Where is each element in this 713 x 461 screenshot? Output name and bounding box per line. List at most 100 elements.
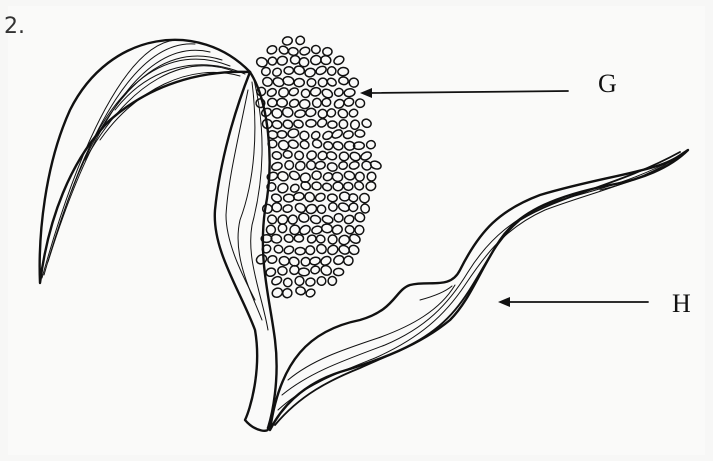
seed-granule (339, 119, 348, 128)
seed-granule (276, 182, 289, 195)
seed-granule (306, 150, 318, 161)
seed-granule (311, 225, 323, 235)
seed-granule (315, 161, 326, 170)
seed-granule (288, 170, 301, 181)
seed-granule (328, 202, 338, 212)
seed-granule (270, 193, 282, 204)
seed-granule (266, 44, 278, 55)
seed-granule (301, 88, 311, 98)
seed-granule (290, 55, 300, 64)
seed-granule (349, 151, 361, 162)
seed-granule (272, 151, 282, 160)
seed-granule (306, 119, 317, 127)
seed-granule (282, 204, 293, 213)
seed-granule (284, 194, 295, 202)
seed-granule (294, 202, 307, 214)
seed-granule (311, 45, 321, 54)
seed-granule (312, 98, 322, 108)
seed-granule (282, 288, 292, 298)
seed-granule (299, 131, 309, 141)
seed-granule (307, 78, 316, 86)
seed-granule (284, 160, 295, 171)
seed-granule (339, 152, 349, 161)
seed-granule (310, 265, 321, 275)
seed-granule (288, 98, 299, 108)
seed-granule (343, 182, 353, 191)
seed-granule (349, 78, 359, 88)
seed-granule (348, 161, 359, 171)
seed-granule (322, 182, 333, 191)
stem (215, 72, 277, 431)
seed-granule (331, 171, 343, 182)
seed-granule (333, 98, 345, 110)
seed-granule (321, 223, 333, 233)
seed-granule (311, 170, 322, 180)
seed-granule (315, 243, 328, 255)
seed-granule (267, 255, 278, 264)
seed-granule (319, 264, 333, 277)
right-leaf (270, 150, 688, 430)
seed-granule (358, 192, 370, 204)
seed-granule (294, 276, 304, 287)
seed-granule (284, 67, 294, 75)
seed-granule (261, 66, 271, 76)
seed-granule (273, 244, 283, 254)
seed-granule (295, 247, 305, 254)
seed-granule (344, 225, 355, 235)
seed-granule (311, 139, 322, 149)
seed-granule (310, 130, 321, 141)
seed-granule (271, 119, 282, 129)
seed-granule (326, 77, 338, 88)
seed-granule (281, 106, 294, 118)
seed-granule (276, 55, 288, 66)
seed-granule (334, 268, 344, 275)
seed-granule (277, 131, 287, 139)
seed-granule (287, 128, 300, 139)
seed-granule (263, 204, 273, 213)
seed-granule (283, 150, 292, 158)
seed-granule (316, 276, 326, 286)
seed-granule (338, 67, 349, 76)
seed-granule (277, 223, 287, 233)
seed-granule (282, 36, 293, 46)
seed-granule (298, 268, 309, 276)
seed-granule (271, 107, 284, 119)
seed-granule (303, 191, 316, 203)
seed-granule (260, 107, 272, 118)
seed-granule (348, 108, 359, 118)
seed-granule (326, 162, 338, 173)
seed-granule (315, 65, 328, 76)
seed-granule (323, 141, 333, 151)
seed-granule (337, 108, 349, 120)
seed-granule (267, 98, 277, 107)
arrow-h (498, 297, 648, 307)
seed-granule (344, 88, 356, 97)
seed-granule (295, 35, 306, 45)
seed-granule (255, 253, 268, 265)
seed-granule (355, 98, 365, 108)
seed-granule (305, 288, 317, 299)
seed-granule (327, 193, 338, 202)
seed-granule (326, 107, 337, 118)
seed-granule (312, 182, 322, 191)
seed-granule (293, 119, 304, 129)
seed-granule (332, 141, 344, 152)
seed-granule (271, 161, 283, 171)
seed-granule (287, 214, 299, 226)
seed-granule (323, 48, 332, 56)
seed-granule (355, 130, 365, 138)
seed-granule (348, 202, 360, 213)
seed-granule (320, 55, 331, 65)
seed-granule (317, 77, 328, 88)
seed-granule (322, 215, 334, 225)
label-g: G (598, 71, 617, 97)
seed-granule (354, 224, 365, 235)
seed-granule (343, 255, 355, 266)
seed-granule (299, 139, 310, 150)
seed-granule (343, 214, 355, 225)
seed-granule (348, 244, 361, 256)
seed-granule (338, 76, 348, 85)
seed-granule (331, 224, 344, 236)
seed-granule (338, 234, 350, 246)
